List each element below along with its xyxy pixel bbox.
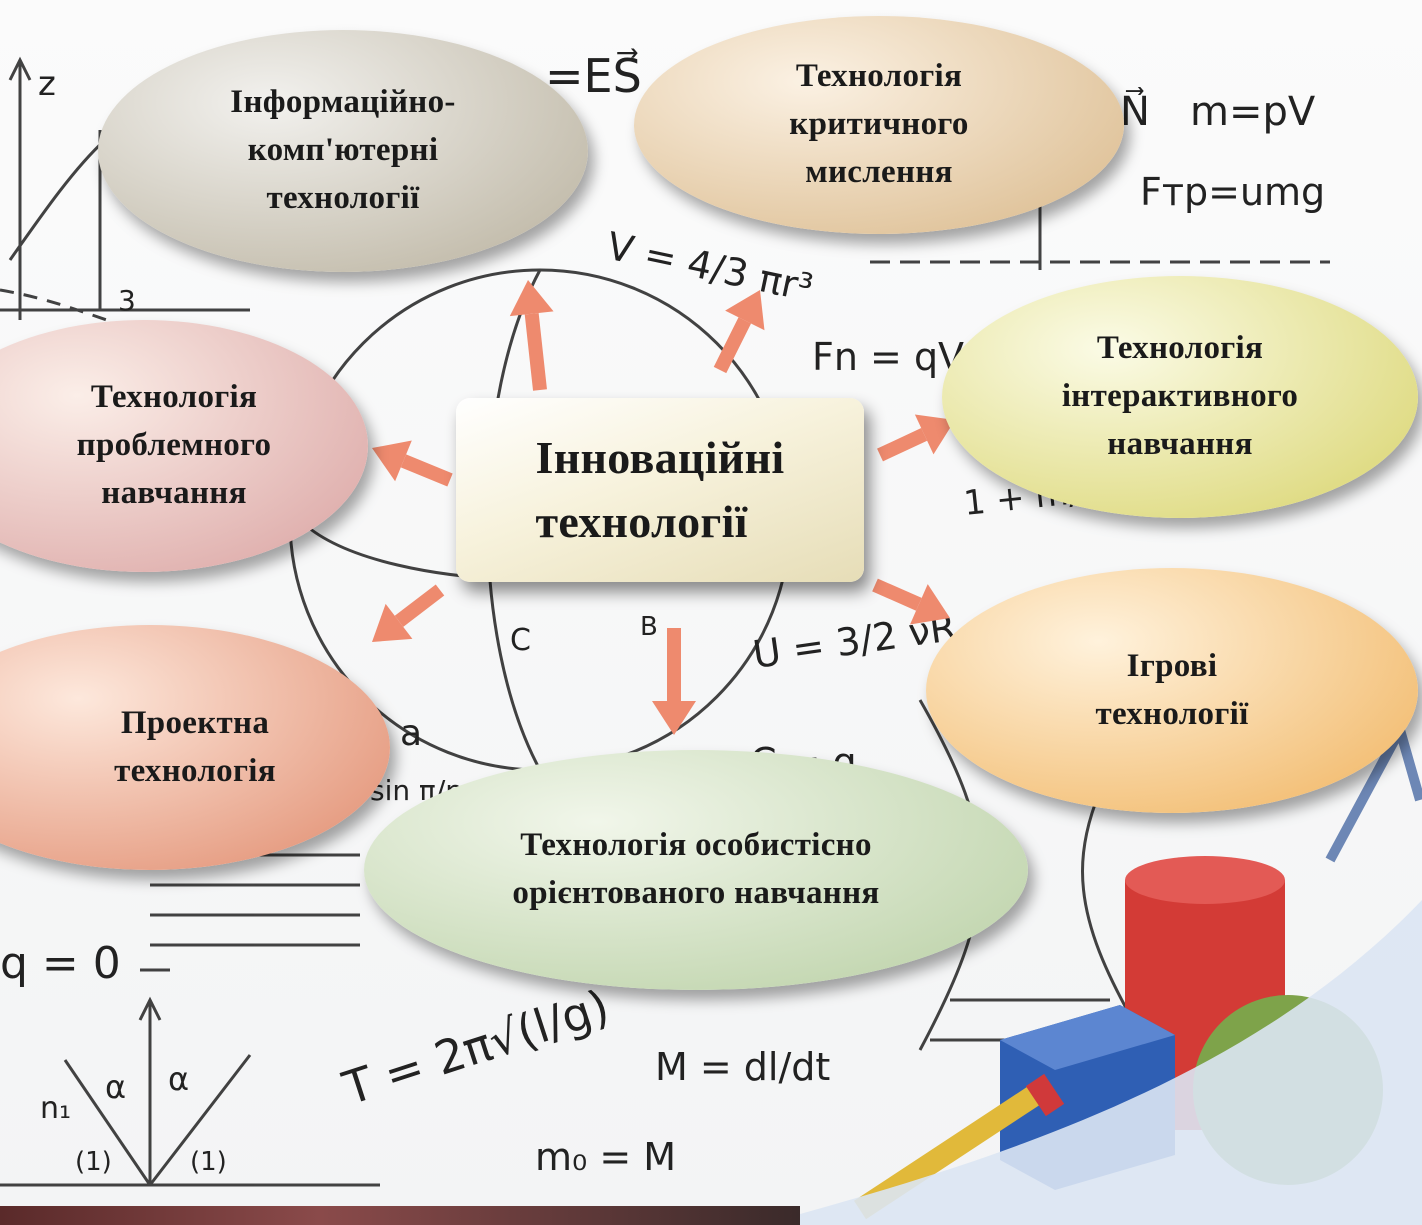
label-n1: n₁ [40, 1091, 71, 1126]
formula-mass-density: m=pV [1190, 89, 1316, 135]
connector-arrows [372, 280, 955, 735]
cube-top-face [1000, 1005, 1175, 1070]
arrow-to-project-head [372, 603, 413, 642]
node-problem-learning-label: Технологія проблемного навчання [76, 379, 272, 511]
arrow-to-project-shaft [394, 584, 445, 627]
point-c: C [510, 623, 531, 658]
formula-force-n: Fn = qV [812, 335, 964, 379]
node-interactive-learning: Технологія інтерактивного навчання [942, 276, 1418, 518]
node-game-technologies-label: Ігрові технології [1095, 647, 1249, 732]
arrow-to-ict-head [509, 280, 554, 317]
node-ict: Інформаційно- комп'ютерні технології [98, 30, 588, 272]
arrow-to-interactive-shaft [877, 428, 928, 462]
reflected-ray [148, 1054, 252, 1186]
formula-three: 3 [118, 284, 136, 317]
geometric-solids [760, 716, 1422, 1225]
formula-m-zero: m₀ = M [535, 1135, 676, 1179]
cylinder-top [1125, 856, 1285, 904]
normal-arrowhead [138, 996, 162, 1021]
arrow-to-ict-shaft [524, 313, 547, 391]
label-one-left: (1) [75, 1147, 112, 1177]
arrow-to-personal-head [652, 701, 696, 735]
node-critical-thinking: Технологія критичного мислення [634, 16, 1124, 234]
node-interactive-learning-label: Технологія інтерактивного навчання [1061, 330, 1299, 462]
node-personal-oriented: Технологія особистісно орієнтованого нав… [364, 750, 1028, 990]
formula-period: T = 2π√(l/g) [336, 979, 616, 1116]
page-curl [760, 900, 1422, 1225]
label-one-right: (1) [190, 1147, 227, 1177]
node-ict-label: Інформаційно- комп'ютерні технології [230, 84, 456, 216]
arrow-to-critical-shaft [713, 317, 752, 374]
formula-a: a [400, 713, 422, 754]
node-game-technologies: Ігрові технології [926, 568, 1418, 813]
formula-q-zero: q = 0 [0, 938, 121, 989]
arrow-to-game-head [910, 584, 950, 625]
formula-moment: M = dl/dt [655, 1045, 830, 1089]
arrow-to-interactive-head [914, 414, 955, 455]
label-alpha-left: α [105, 1068, 126, 1106]
arrow-to-critical-head [725, 290, 765, 331]
z-axis-arrowhead [8, 56, 32, 81]
node-critical-thinking-label: Технологія критичного мислення [789, 58, 969, 190]
arrow-to-problem-shaft [400, 454, 453, 487]
node-personal-oriented-label: Технологія особистісно орієнтованого нав… [512, 827, 880, 911]
bottom-strip [0, 1206, 800, 1225]
point-b: B [640, 612, 658, 642]
formula-es: =ES⃗ [545, 49, 642, 103]
pencil-eraser [1025, 1073, 1065, 1117]
node-project-technology: Проектна технологія [0, 625, 390, 870]
node-problem-learning: Технологія проблемного навчання [0, 320, 368, 572]
formula-n-vector: N⃗ [1120, 87, 1150, 135]
node-project-technology-label: Проектна технологія [114, 704, 276, 789]
arrow-to-problem-head [372, 440, 412, 482]
center-node-innovative-technologies: Інноваційні технології [456, 398, 864, 582]
center-node-label: Інноваційні технології [535, 431, 785, 547]
arrow-to-game-shaft [872, 578, 922, 611]
label-alpha-right: α [168, 1060, 189, 1098]
formula-friction: Fтр=umg [1140, 170, 1325, 214]
formula-volume: V = 4/3 πr³ [603, 224, 817, 310]
formula-z: z [38, 64, 56, 104]
incident-ray [63, 1059, 152, 1186]
